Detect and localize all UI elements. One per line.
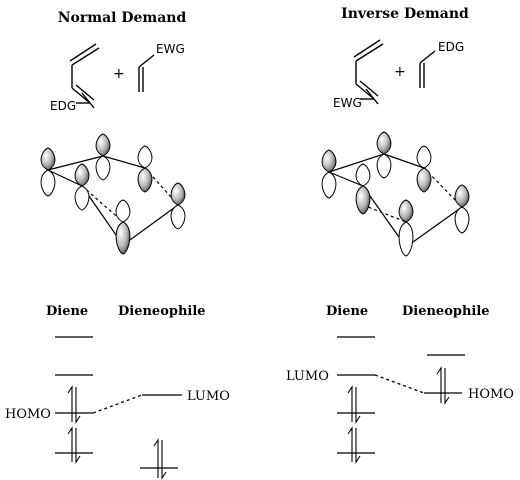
orbital-diagram [321, 131, 470, 257]
dienophile-label: Dieneophile [118, 304, 206, 319]
diene-structure [69, 43, 100, 109]
panel-title: Normal Demand [58, 10, 187, 26]
homo-label: HOMO [5, 407, 51, 422]
substituent-top: EWG [156, 42, 185, 56]
panel-normal-demand: Normal Demand EDG + EWG [5, 10, 230, 480]
panel-title: Inverse Demand [341, 6, 469, 22]
lumo-label: LUMO [187, 389, 230, 404]
diene-structure [353, 39, 384, 105]
plus-sign: + [394, 64, 406, 80]
substituent-bottom: EWG [333, 96, 362, 110]
substituent-top: EDG [438, 40, 464, 54]
energy-levels [55, 336, 182, 469]
homo-label: HOMO [468, 387, 514, 402]
dienophile-structure [138, 54, 155, 92]
electron-pairs [347, 366, 450, 464]
orbital-diagram [40, 133, 186, 255]
panel-inverse-demand: Inverse Demand EWG + EDG [286, 6, 514, 464]
electron-pairs [67, 385, 167, 480]
plus-sign: + [113, 66, 125, 82]
diene-label: Diene [326, 304, 368, 319]
lumo-label: LUMO [286, 369, 329, 384]
dienophile-label: Dieneophile [402, 304, 490, 319]
dienophile-structure [419, 50, 436, 88]
substituent-bottom: EDG [50, 99, 76, 113]
diene-label: Diene [46, 304, 88, 319]
